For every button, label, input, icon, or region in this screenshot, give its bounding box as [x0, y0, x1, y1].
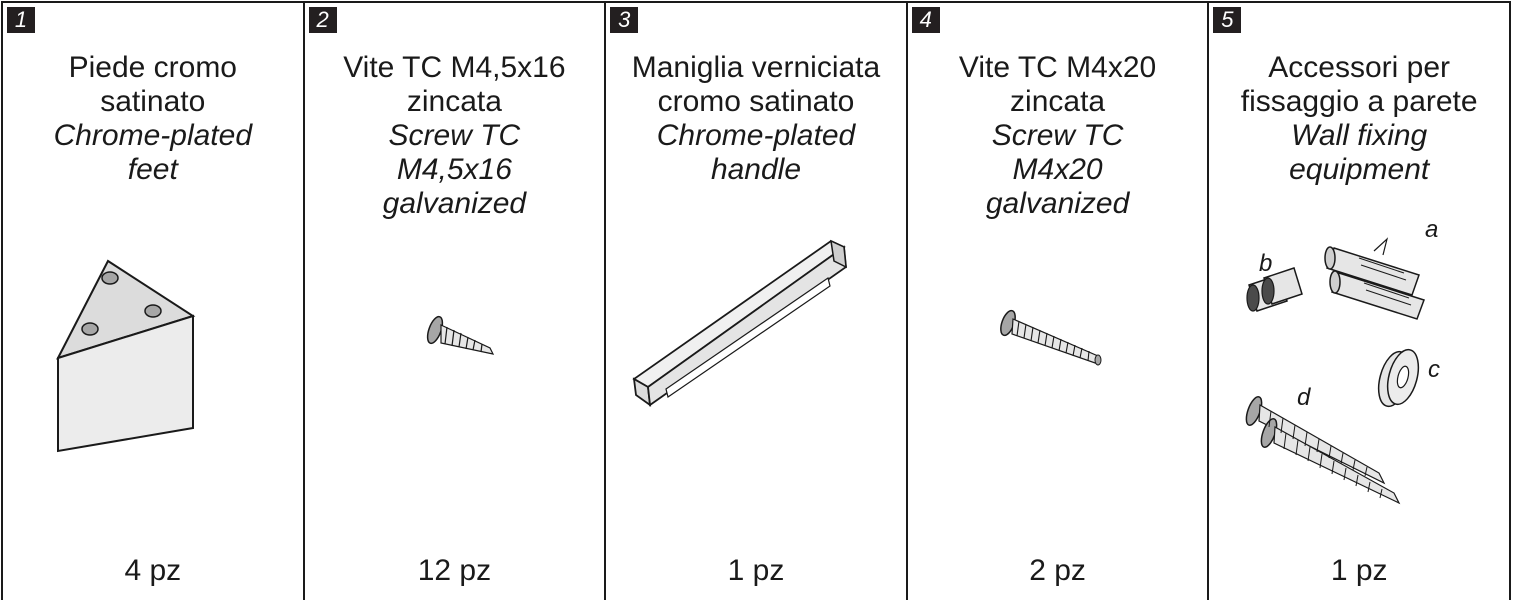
name-it-line: Accessori per [1268, 51, 1451, 84]
name-it-line: zincata [1010, 85, 1106, 118]
name-it-line: fissaggio a parete [1240, 85, 1478, 118]
name-en-line: Chrome-plated [656, 119, 856, 152]
panel-title: Vite TC M4x20 zincata Screw TC M4x20 gal… [908, 51, 1208, 221]
panel-title: Maniglia verniciata cromo satinato Chrom… [606, 51, 906, 187]
name-it-line: Piede cromo [68, 51, 237, 84]
name-en-line: M4,5x16 [396, 153, 512, 186]
cover-cap-icon [1246, 267, 1304, 312]
panel-title: Vite TC M4,5x16 zincata Screw TC M4,5x16… [305, 51, 605, 221]
name-it-line: Vite TC M4x20 [958, 51, 1157, 84]
washer-icon [1378, 348, 1420, 408]
panel-3: 3 Maniglia verniciata cromo satinato Chr… [606, 1, 908, 600]
quantity: 2 pz [1029, 554, 1086, 587]
part-label-b: b [1259, 250, 1272, 277]
short-screw-icon [426, 315, 494, 355]
panel-number: 5 [1213, 7, 1242, 33]
name-it-line: cromo satinato [657, 85, 855, 118]
name-it-line: zincata [406, 85, 502, 118]
name-en-line: Wall fixing [1291, 119, 1428, 152]
wall-fixing-kit-icon: a b c [1246, 216, 1440, 505]
wall-plug-icon [1324, 237, 1426, 320]
part-label-a: a [1425, 216, 1438, 243]
panel-number: 3 [610, 7, 639, 33]
handle-bar-icon [632, 239, 848, 407]
long-screw-icon [999, 309, 1102, 366]
part-label-d: d [1297, 384, 1311, 411]
name-en-line: galvanized [382, 187, 527, 220]
name-en-line: Chrome-plated [53, 119, 253, 152]
name-en-line: feet [127, 153, 178, 186]
panel-2: 2 Vite TC M4,5x16 zincata Screw TC M4,5x… [304, 1, 607, 600]
panel-1: 1 Piede cromo satinato Chrome-plated fee… [3, 1, 305, 600]
quantity: 1 pz [1330, 554, 1388, 587]
panel-number: 4 [911, 7, 940, 33]
name-it-line: Maniglia verniciata [631, 51, 881, 84]
quantity: 12 pz [417, 554, 492, 587]
name-en-line: handle [710, 153, 802, 186]
part-label-c: c [1428, 356, 1440, 383]
name-it-line: Vite TC M4,5x16 [343, 51, 566, 84]
quantity: 1 pz [727, 554, 785, 587]
name-it-line: satinato [100, 85, 206, 118]
panel-5: 5 Accessori per fissaggio a parete Wall … [1209, 1, 1509, 600]
fixing-screw-icon [1246, 396, 1401, 505]
name-en-line: Screw TC [388, 119, 521, 152]
triangle-foot-icon [56, 259, 196, 453]
panel-title: Piede cromo satinato Chrome-plated feet [3, 51, 303, 187]
quantity: 4 pz [124, 554, 182, 587]
panel-4: 4 Vite TC M4x20 zincata Screw TC M4x20 g… [907, 1, 1210, 600]
name-en-line: Screw TC [991, 119, 1124, 152]
panel-title: Accessori per fissaggio a parete Wall fi… [1209, 51, 1509, 187]
panel-number: 2 [308, 7, 337, 33]
name-en-line: equipment [1289, 153, 1430, 186]
name-en-line: galvanized [985, 187, 1130, 220]
name-en-line: M4x20 [1012, 153, 1103, 186]
panel-number: 1 [7, 7, 35, 33]
